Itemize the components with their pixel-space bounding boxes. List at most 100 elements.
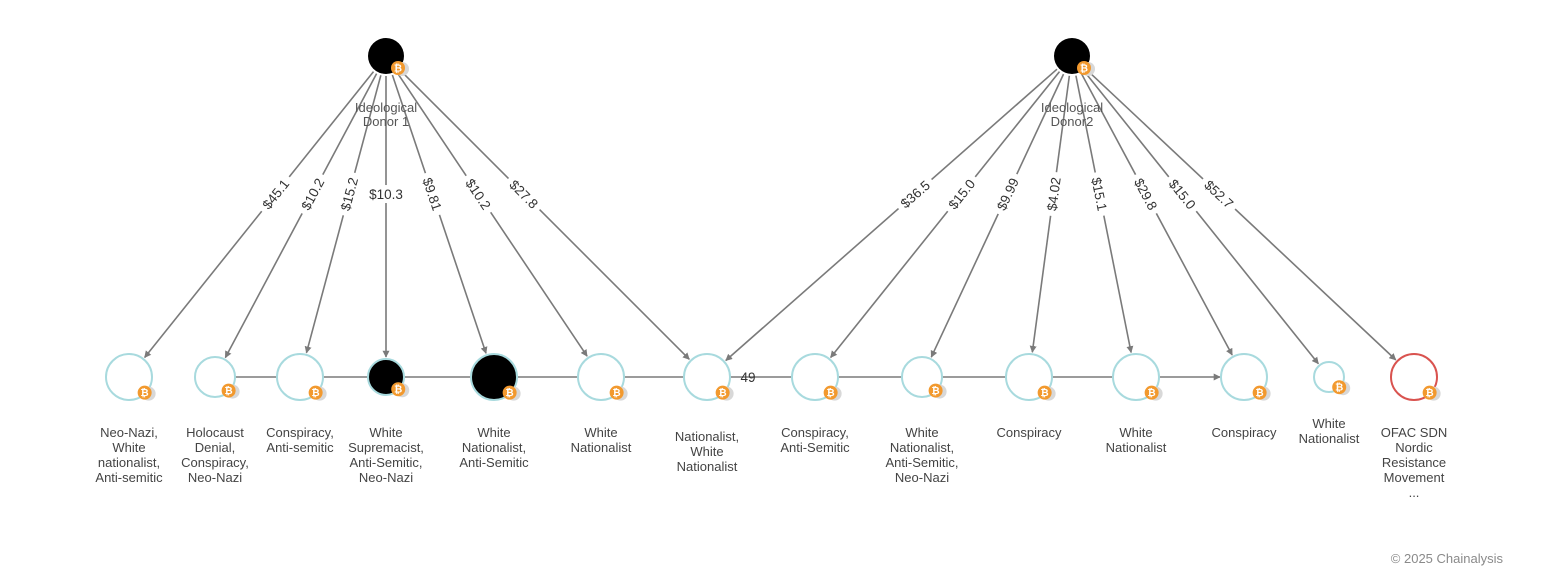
svg-text:₿: ₿ [1335,382,1343,394]
svg-text:₿: ₿ [719,387,727,399]
recipient-label-line: Holocaust [186,425,244,440]
label-background [1041,171,1066,218]
svg-text:₿: ₿ [1426,387,1434,399]
recipient-label-line: White [905,425,938,440]
bitcoin-icon: ₿ [1144,385,1163,401]
recipient-node-r0[interactable]: ₿ [105,353,156,401]
recipient-node-r11[interactable]: ₿ [1220,353,1271,401]
recipient-label-line: Nationalist [1106,440,1167,455]
funding-amount-text: $10.3 [369,187,403,202]
funding-amount-label: $15.1 [1086,170,1113,218]
funding-edge [396,72,588,357]
label-background [1127,170,1165,218]
bitcoin-icon: ₿ [391,61,409,76]
recipient-label-line: Conspiracy, [781,425,849,440]
recipient-node-r1[interactable]: ₿ [194,356,240,399]
funding-amount-label: $15.0 [940,171,983,217]
recipient-label-line: Conspiracy, [181,455,249,470]
label-background [294,170,331,218]
recipient-label-line: Supremacist, [348,440,424,455]
recipient-label-line: Nationalist [677,459,738,474]
recipient-node-r10[interactable]: ₿ [1112,353,1163,401]
recipient-node-r8[interactable]: ₿ [901,356,947,399]
recipient-label-line: Neo-Nazi [188,470,242,485]
recipient-node-r2[interactable]: ₿ [276,353,327,401]
bitcoin-icon: ₿ [1037,385,1056,401]
recipient-label-line: Nordic [1395,440,1433,455]
bitcoin-icon: ₿ [502,385,521,401]
recipient-label-line: Nationalist [571,440,632,455]
recipient-label: Conspiracy,Anti-Semitic [780,425,850,455]
recipient-label-line: Anti-Semitic [780,440,850,455]
svg-text:₿: ₿ [1080,63,1088,75]
donor-node-d1[interactable]: ₿ [368,38,409,76]
recipient-node-r12[interactable]: ₿ [1313,361,1351,396]
recipient-node-r3[interactable]: ₿ [367,358,410,398]
recipient-label-line: Conspiracy [1211,425,1277,440]
labels: 49$45.1$10.2$15.2$10.3$9.81$10.2$27.8$36… [95,100,1447,500]
recipient-label-line: Anti-semitic [266,440,334,455]
label-background [416,170,448,218]
donor-label-line: Donor 1 [363,114,409,129]
funding-amount-label: $4.02 [1041,171,1066,218]
recipient-node-r9[interactable]: ₿ [1005,353,1056,401]
svg-text:₿: ₿ [225,385,233,397]
recipient-label-line: White [690,444,723,459]
funding-amount-label: $45.1 [254,171,297,217]
funding-amount-label: $52.7 [1196,172,1242,216]
recipient-label-line: Neo-Nazi [359,470,413,485]
recipient-label: Conspiracy [1211,425,1277,440]
bitcoin-icon: ₿ [1077,61,1095,76]
label-background [892,172,938,216]
label-background [254,171,297,217]
bitcoin-icon: ₿ [928,383,947,399]
recipient-node-r7[interactable]: ₿ [791,353,842,401]
svg-text:₿: ₿ [141,387,149,399]
donor-node-d2[interactable]: ₿ [1054,38,1095,76]
label-background [334,170,364,218]
funding-edge [830,71,1061,359]
funding-edges [144,68,1397,365]
svg-text:₿: ₿ [1148,387,1156,399]
funding-amount-text: $4.02 [1044,176,1063,211]
recipient-label-line: Nationalist, [890,440,954,455]
svg-text:₿: ₿ [1041,387,1049,399]
recipient-label-line: White [1119,425,1152,440]
recipient-node-r6[interactable]: ₿ [683,353,734,401]
nodes: ₿ ₿ ₿ ₿ ₿ ₿ ₿ ₿ ₿ ₿ ₿ ₿ ₿ ₿ ₿ ₿ [105,38,1441,401]
recipient-label-line: White [112,440,145,455]
funding-amount-label: $15.2 [334,170,364,218]
recipient-label: Conspiracy [996,425,1062,440]
recipient-node-r5[interactable]: ₿ [577,353,628,401]
bitcoin-icon: ₿ [823,385,842,401]
donor-label-line: Donor2 [1051,114,1094,129]
funding-edge [930,73,1065,358]
recipient-label-line: Anti-Semitic [459,455,529,470]
recipient-label-line: Anti-semitic [95,470,163,485]
bitcoin-icon: ₿ [1422,385,1441,401]
recipient-label-line: nationalist, [98,455,160,470]
recipient-label-line: Denial, [195,440,235,455]
donor-label-line: Ideological [355,100,417,115]
recipient-node-r4[interactable]: ₿ [470,353,521,401]
bitcoin-icon: ₿ [1252,385,1271,401]
recipient-label-line: White [477,425,510,440]
recipient-label-line: White [369,425,402,440]
svg-text:₿: ₿ [394,63,402,75]
recipient-node-r13[interactable]: ₿ [1390,353,1441,401]
chain-edge-label: 49 [740,370,755,385]
bitcoin-icon: ₿ [609,385,628,401]
label-background [990,170,1025,218]
funding-amount-label: $10.2 [294,170,331,218]
funding-amount-label: $10.2 [458,170,499,218]
funding-edge [224,73,378,359]
